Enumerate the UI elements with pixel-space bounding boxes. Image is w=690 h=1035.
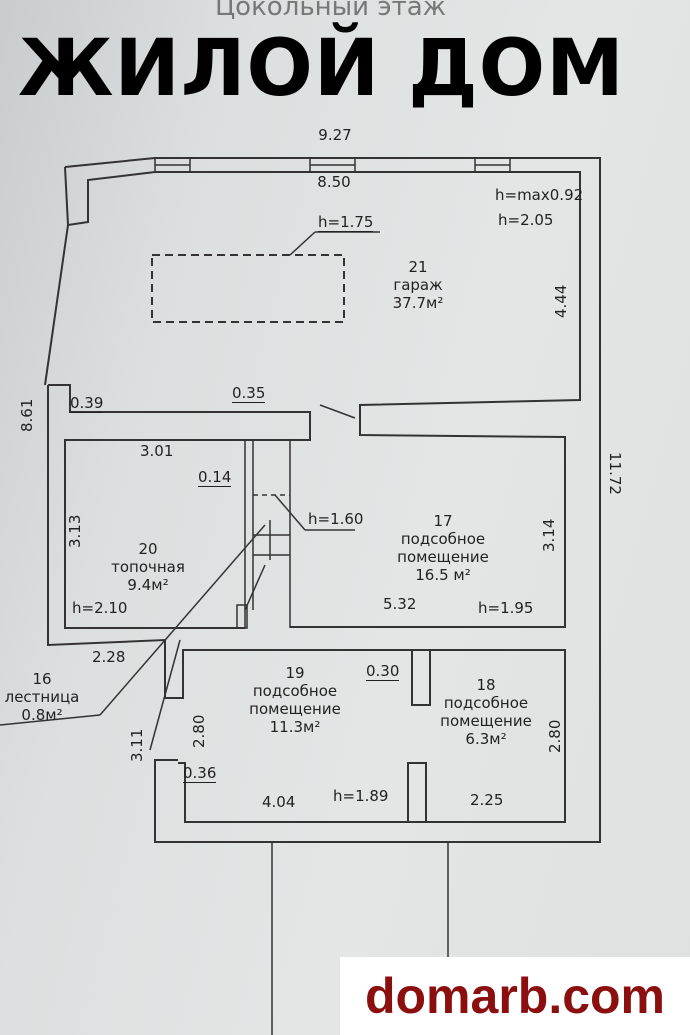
dim-label: 3.13 [66,514,84,548]
floor-title: Цокольный этаж [215,0,447,22]
dim-label: 0.35 [232,384,266,403]
dim-label: 9.27 [318,126,352,144]
dim-label: 3.11 [128,728,146,762]
windows [154,158,511,172]
dim-label: h=max0.92 [495,186,584,204]
dim-label: 11.72 [606,452,624,495]
partition [407,762,427,823]
dim-label: h=2.10 [72,599,128,617]
dim-label: 8.61 [18,398,36,432]
dim-label: 0.14 [198,468,232,487]
dim-label: 8.50 [317,173,351,191]
dim-label: h=1.95 [478,599,534,617]
dim-label: 0.36 [183,764,217,783]
partition [411,649,431,706]
listing-headline: ЖИЛОЙ ДОМ [18,24,625,114]
wall-left-lower [48,384,311,629]
dim-label: 2.80 [546,719,564,753]
dim-label: 2.25 [470,791,504,809]
dim-label: 0.30 [366,662,400,681]
dim-label: h=1.75 [318,213,374,232]
dim-label: h=1.89 [333,787,389,805]
staircase [0,440,355,751]
dim-label: 2.80 [190,714,208,748]
dim-label: 3.14 [540,518,558,552]
dim-label: h=1.60 [308,510,364,528]
dim-label: 3.01 [140,442,174,460]
watermark-logo: domarb.com [340,957,690,1035]
wall-left [64,166,89,227]
dim-label: 2.28 [92,648,126,666]
dim-label: 5.32 [383,595,417,613]
wall-left-outer [47,385,566,823]
wall-angled [44,224,69,386]
pit-outline [151,254,345,323]
dim-label: 4.44 [552,284,570,318]
dim-label: 0.39 [70,394,104,413]
dim-label: 4.04 [262,793,296,811]
dim-label: h=2.05 [498,211,554,229]
wall-inner [87,171,581,628]
